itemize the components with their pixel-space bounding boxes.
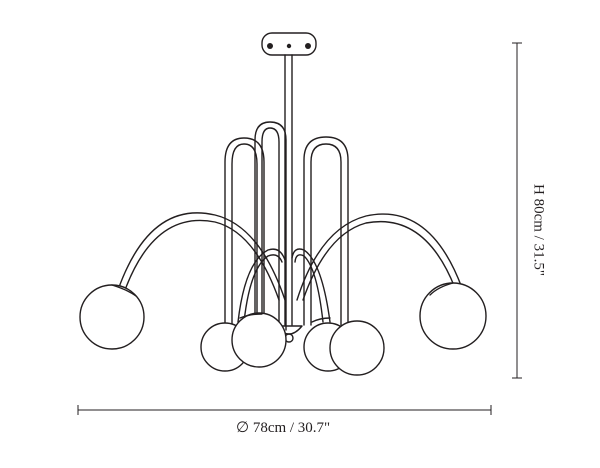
height-dimension-label: H 80cm / 31.5" (530, 184, 547, 276)
globe-far-right (419, 282, 487, 350)
downrod (284, 54, 293, 326)
globe-inner-right-front (329, 320, 385, 376)
sweeping-arms (117, 212, 463, 323)
arched-hoops (224, 121, 349, 331)
height-dimension-label-wrap: H 80cm / 31.5" (528, 140, 548, 320)
width-dimension-line (77, 405, 492, 415)
height-dimension-line (512, 42, 522, 379)
ceiling-canopy (261, 32, 317, 56)
glass-globes (79, 282, 487, 376)
globe-inner-left-front (231, 312, 287, 368)
width-dimension-label: ∅ 78cm / 30.7" (236, 420, 331, 436)
